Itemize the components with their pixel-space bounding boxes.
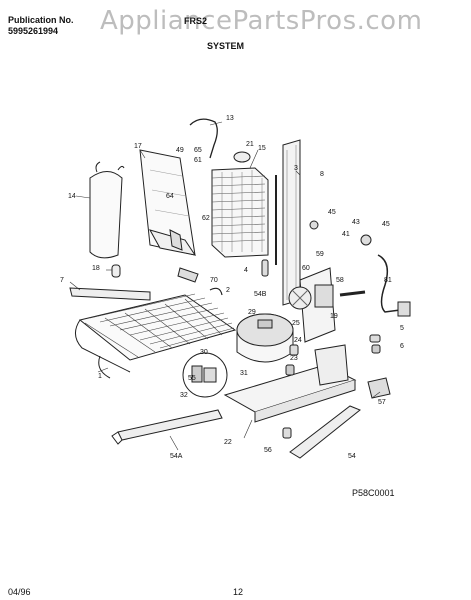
part-callout-19: 19	[330, 313, 338, 320]
part-callout-54: 54	[348, 453, 356, 460]
part-callout-5: 5	[400, 325, 404, 332]
part-callout-3: 3	[294, 165, 298, 172]
tube-piece	[261, 259, 269, 277]
relay-cover	[367, 377, 391, 399]
fitting	[360, 234, 372, 246]
fan-motor-assembly	[288, 267, 336, 343]
relay-overload	[182, 352, 228, 398]
model-number: FRS2	[184, 16, 208, 26]
part-callout-18: 18	[92, 265, 100, 272]
part-callout-2: 2	[226, 287, 230, 294]
part-callout-57: 57	[378, 399, 386, 406]
evaporator-grid	[75, 293, 237, 379]
part-callout-1: 1	[98, 373, 102, 380]
part-callout-81: 81	[384, 277, 392, 284]
drain-tube	[339, 290, 366, 297]
part-callout-4: 4	[244, 267, 248, 274]
part-callout-14: 14	[68, 193, 76, 200]
grommet-56	[282, 427, 292, 439]
part-callout-30: 30	[200, 349, 208, 356]
part-callout-25: 25	[292, 320, 300, 327]
part-callout-13: 13	[226, 115, 234, 122]
part-callout-54b: 54B	[254, 291, 267, 298]
page-number: 12	[233, 587, 244, 597]
part-callout-65: 65	[194, 147, 202, 154]
part-callout-15: 15	[258, 145, 266, 152]
part-callout-49: 49	[176, 147, 184, 154]
drain-trough	[169, 229, 183, 251]
part-callout-21: 21	[246, 141, 254, 148]
part-callout-22: 22	[224, 439, 232, 446]
evaporator-cover	[89, 171, 123, 259]
capillary-tube	[189, 118, 218, 159]
part-callout-45: 45	[328, 209, 336, 216]
part-callout-58: 58	[336, 277, 344, 284]
grommet	[233, 151, 251, 163]
clip	[111, 264, 121, 278]
leader-lines	[69, 121, 381, 451]
part-callout-32: 32	[180, 392, 188, 399]
footer-date: 04/96	[8, 587, 31, 597]
rail-54a	[117, 409, 223, 441]
connector-5	[369, 334, 381, 343]
bracket-strip	[69, 287, 151, 301]
rail-54	[289, 405, 361, 459]
part-callout-29: 29	[248, 309, 256, 316]
part-callout-56: 56	[264, 447, 272, 454]
part-callout-54a: 54A	[170, 453, 183, 460]
part-callout-62: 62	[202, 215, 210, 222]
part-callout-41: 41	[342, 231, 350, 238]
section-title: SYSTEM	[207, 41, 245, 51]
publication-number: 5995261994	[8, 26, 59, 36]
part-callout-31: 31	[240, 370, 248, 377]
part-callout-45: 45	[382, 221, 390, 228]
part-callout-7: 7	[60, 277, 64, 284]
publication-label: Publication No.	[8, 15, 74, 25]
part-callout-43: 43	[352, 219, 360, 226]
power-cord	[377, 254, 401, 313]
part-callout-23: 23	[290, 355, 298, 362]
part-callout-60: 60	[302, 265, 310, 272]
part-callout-64: 64	[166, 193, 174, 200]
part-callout-17: 17	[134, 143, 142, 150]
part-callout-24: 24	[294, 337, 302, 344]
diagram-ref: P58C0001	[352, 488, 395, 498]
hook	[209, 287, 223, 296]
part-callout-8: 8	[320, 171, 324, 178]
connector	[177, 267, 199, 283]
part-callout-55: 55	[188, 375, 196, 382]
part-callout-6: 6	[400, 343, 404, 350]
part-callout-70: 70	[210, 277, 218, 284]
part-callout-59: 59	[316, 251, 324, 258]
compressor	[236, 313, 294, 363]
base-tray	[223, 344, 357, 423]
watermark: AppliancePartsPros.com	[100, 6, 423, 36]
part-callout-61: 61	[194, 157, 202, 164]
condenser-coil	[211, 167, 269, 258]
